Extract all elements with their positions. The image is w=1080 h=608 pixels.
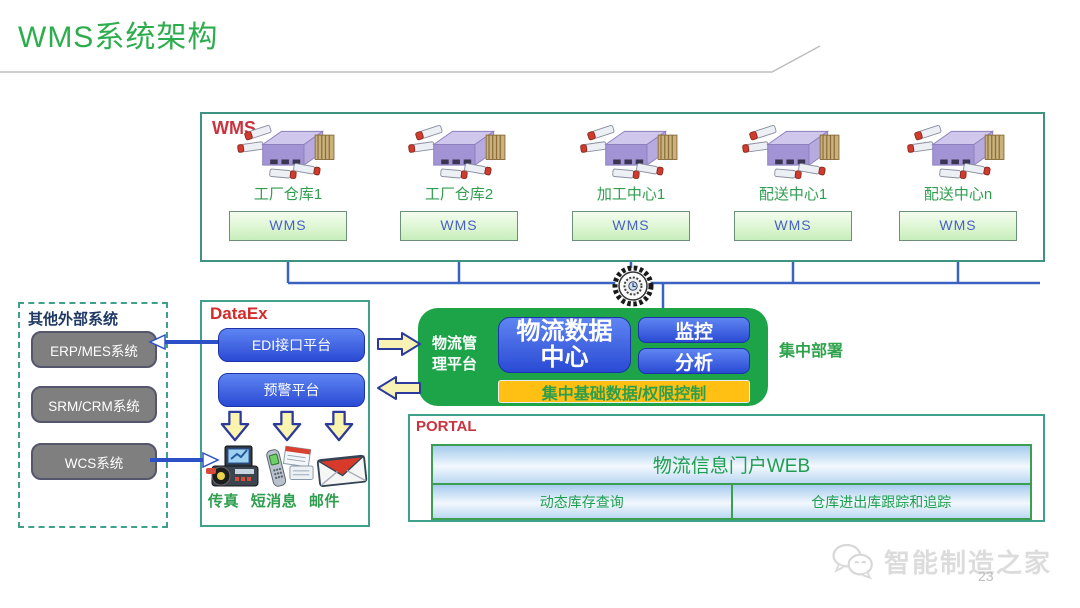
warehouse-machine-icon [236,122,340,182]
channel-fax-label: 传真 [208,493,240,510]
warehouse-machine-icon [579,122,683,182]
centralized-deploy-label: 集中部署 [779,343,844,360]
station-wms-box: WMS [899,211,1017,241]
station-distribution-center-1: 配送中心1 WMS [727,122,859,241]
station-distribution-center-n: 配送中心n WMS [892,122,1024,241]
warehouse-machine-icon [407,122,511,182]
portal-table: 物流信息门户WEB 动态库存查询 仓库进出库跟踪和追踪 [431,444,1032,520]
station-wms-box: WMS [229,211,347,241]
down-arrows [202,410,372,442]
analysis-box: 分析 [638,348,750,374]
wcs-to-fax-arrow [150,451,220,469]
station-name: 工厂仓库2 [424,186,494,203]
portal-web-header: 物流信息门户WEB [433,446,1030,485]
station-name: 加工中心1 [596,186,666,203]
channel-sms-label: 短消息 [250,493,298,510]
channel-labels: 传真 短消息 邮件 [208,490,347,511]
page-title: WMS系统架构 [18,21,219,54]
system-box-erp-mes: ERP/MES系统 [31,331,157,368]
alert-platform-box: 预警平台 [218,373,365,407]
external-systems-section: 其他外部系统 ERP/MES系统 SRM/CRM系统 WCS系统 [18,302,168,528]
sms-phone-icon [261,443,315,491]
station-processing-center-1: 加工中心1 WMS [565,122,697,241]
station-wms-box: WMS [400,211,518,241]
station-name: 配送中心n [923,186,993,203]
station-wms-box: WMS [572,211,690,241]
down-arrow-icon [272,410,302,442]
down-arrow-icon [324,410,354,442]
logistics-platform-section: 物流管理平台 物流数据中心 监控 分析 集中基础数据/权限控制 [418,308,768,406]
email-icon [315,449,369,491]
dataex-section: DataEx EDI接口平台 预警平台 传真 短消息 邮件 [200,300,370,527]
watermark-text: 智能制造之家 [884,547,1053,578]
down-arrow-icon [220,410,250,442]
station-name: 工厂仓库1 [253,186,323,203]
page-number: 23 [978,568,994,584]
channel-icons [205,443,369,491]
edi-to-erp-arrow [148,333,218,351]
portal-cell-inventory-query: 动态库存查询 [433,485,731,518]
chat-bubbles-icon [832,543,873,580]
dataex-title: DataEx [210,304,268,323]
left-block-arrow-icon [377,376,421,400]
right-block-arrow-icon [377,332,421,356]
portal-title: PORTAL [416,418,477,435]
station-factory-warehouse-1: 工厂仓库1 WMS [222,122,354,241]
gear-icon [612,265,654,307]
portal-section: PORTAL 物流信息门户WEB 动态库存查询 仓库进出库跟踪和追踪 [408,414,1045,522]
warehouse-machine-icon [741,122,845,182]
edi-platform-box: EDI接口平台 [218,328,365,362]
monitoring-box: 监控 [638,317,750,343]
system-box-wcs: WCS系统 [31,443,157,480]
logistics-data-center-box: 物流数据中心 [498,317,631,373]
platform-label: 物流管理平台 [432,335,478,373]
warehouse-machine-icon [906,122,1010,182]
station-name: 配送中心1 [758,186,828,203]
base-data-bar: 集中基础数据/权限控制 [498,380,750,403]
channel-mail-label: 邮件 [308,493,340,510]
system-box-srm-crm: SRM/CRM系统 [31,386,157,423]
external-systems-title: 其他外部系统 [28,311,119,328]
station-wms-box: WMS [734,211,852,241]
portal-cell-tracking: 仓库进出库跟踪和追踪 [730,485,1030,518]
station-factory-warehouse-2: 工厂仓库2 WMS [393,122,525,241]
watermark: 智能制造之家 [830,540,1052,582]
